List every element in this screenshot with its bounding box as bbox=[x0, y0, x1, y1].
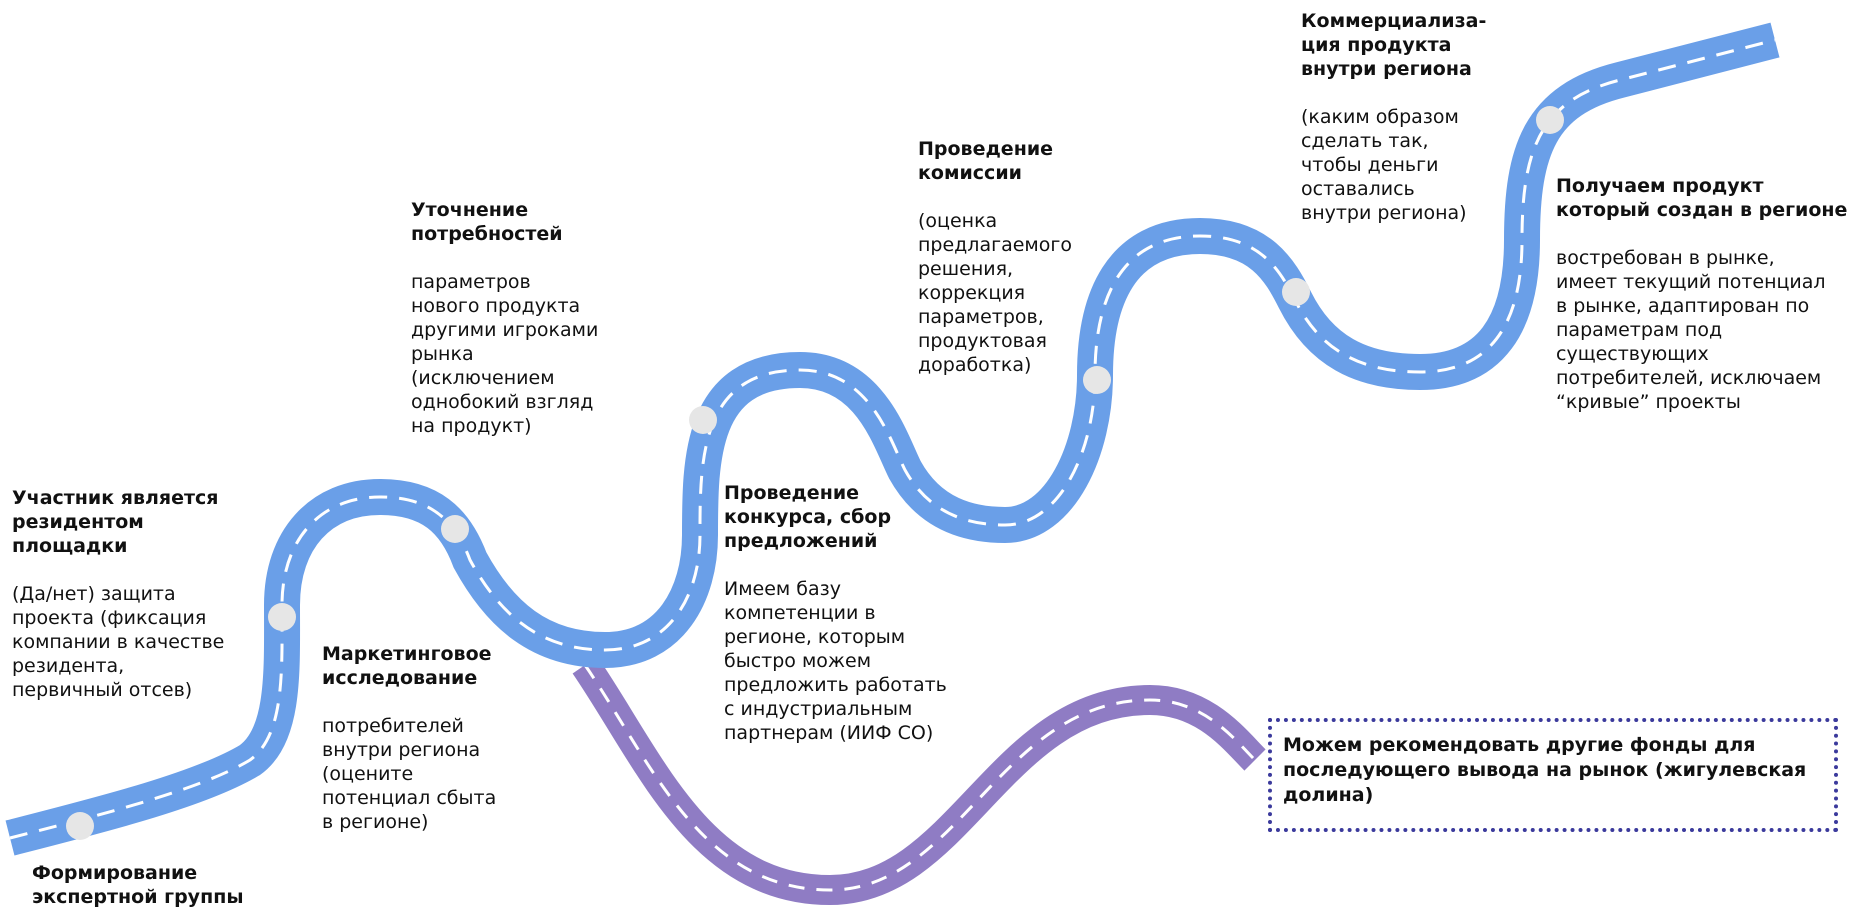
recommendation-box bbox=[1268, 718, 1838, 832]
stage-description: (оценка предлагаемого решения, коррекция… bbox=[918, 210, 1072, 376]
stage-description: потребителей внутри региона (оцените пот… bbox=[322, 715, 497, 833]
milestones bbox=[66, 106, 1564, 840]
milestone-5 bbox=[1083, 366, 1111, 394]
milestone-6 bbox=[1282, 278, 1310, 306]
stage-title: Маркетинговое исследование bbox=[322, 643, 492, 689]
stage-title: Проведение комиссии bbox=[918, 138, 1054, 184]
branch-road-dashes bbox=[583, 664, 1257, 892]
recommendation-text: Можем рекомендовать другие фонды для пос… bbox=[1283, 734, 1807, 806]
stage-description: Имеем базу компетенции в регионе, которы… bbox=[724, 578, 947, 744]
milestone-1 bbox=[66, 812, 94, 840]
stage-title: Формирование экспертной группы bbox=[32, 862, 244, 908]
stage-resident: Участник является резидентом площадки (Д… bbox=[12, 486, 242, 702]
main-road-dashes bbox=[9, 38, 1776, 840]
stage-commission: Проведение комиссии (оценка предлагаемог… bbox=[918, 137, 1098, 377]
main-road bbox=[5, 22, 1780, 856]
stage-marketing: Маркетинговое исследование потребителей … bbox=[322, 642, 532, 834]
stage-title: Коммерциализа- ция продукта внутри регио… bbox=[1301, 10, 1487, 80]
milestone-2 bbox=[268, 603, 296, 631]
stage-title: Уточнение потребностей bbox=[411, 199, 563, 245]
milestone-3 bbox=[441, 515, 469, 543]
stage-description: (Да/нет) защита проекта (фиксация компан… bbox=[12, 583, 225, 701]
stage-description: параметров нового продукта другими игрок… bbox=[411, 271, 599, 437]
stage-title: Проведение конкурса, сбор предложений bbox=[724, 482, 892, 552]
stage-description: (каким образом сделать так, чтобы деньги… bbox=[1301, 106, 1467, 224]
stage-needs: Уточнение потребностей параметров нового… bbox=[411, 198, 631, 438]
branch-road bbox=[572, 656, 1266, 906]
stage-contest: Проведение конкурса, сбор предложений Им… bbox=[724, 481, 984, 745]
stage-result: Получаем продукт который создан в регион… bbox=[1556, 174, 1854, 414]
milestone-7 bbox=[1536, 106, 1564, 134]
stage-commercialization: Коммерциализа- ция продукта внутри регио… bbox=[1301, 9, 1501, 225]
milestone-4 bbox=[689, 406, 717, 434]
stage-title: Получаем продукт который создан в регион… bbox=[1556, 175, 1848, 221]
stage-expert-group: Формирование экспертной группы bbox=[32, 861, 244, 909]
stage-title: Участник является резидентом площадки bbox=[12, 487, 219, 557]
stage-description: востребован в рынке, имеет текущий потен… bbox=[1556, 247, 1826, 413]
